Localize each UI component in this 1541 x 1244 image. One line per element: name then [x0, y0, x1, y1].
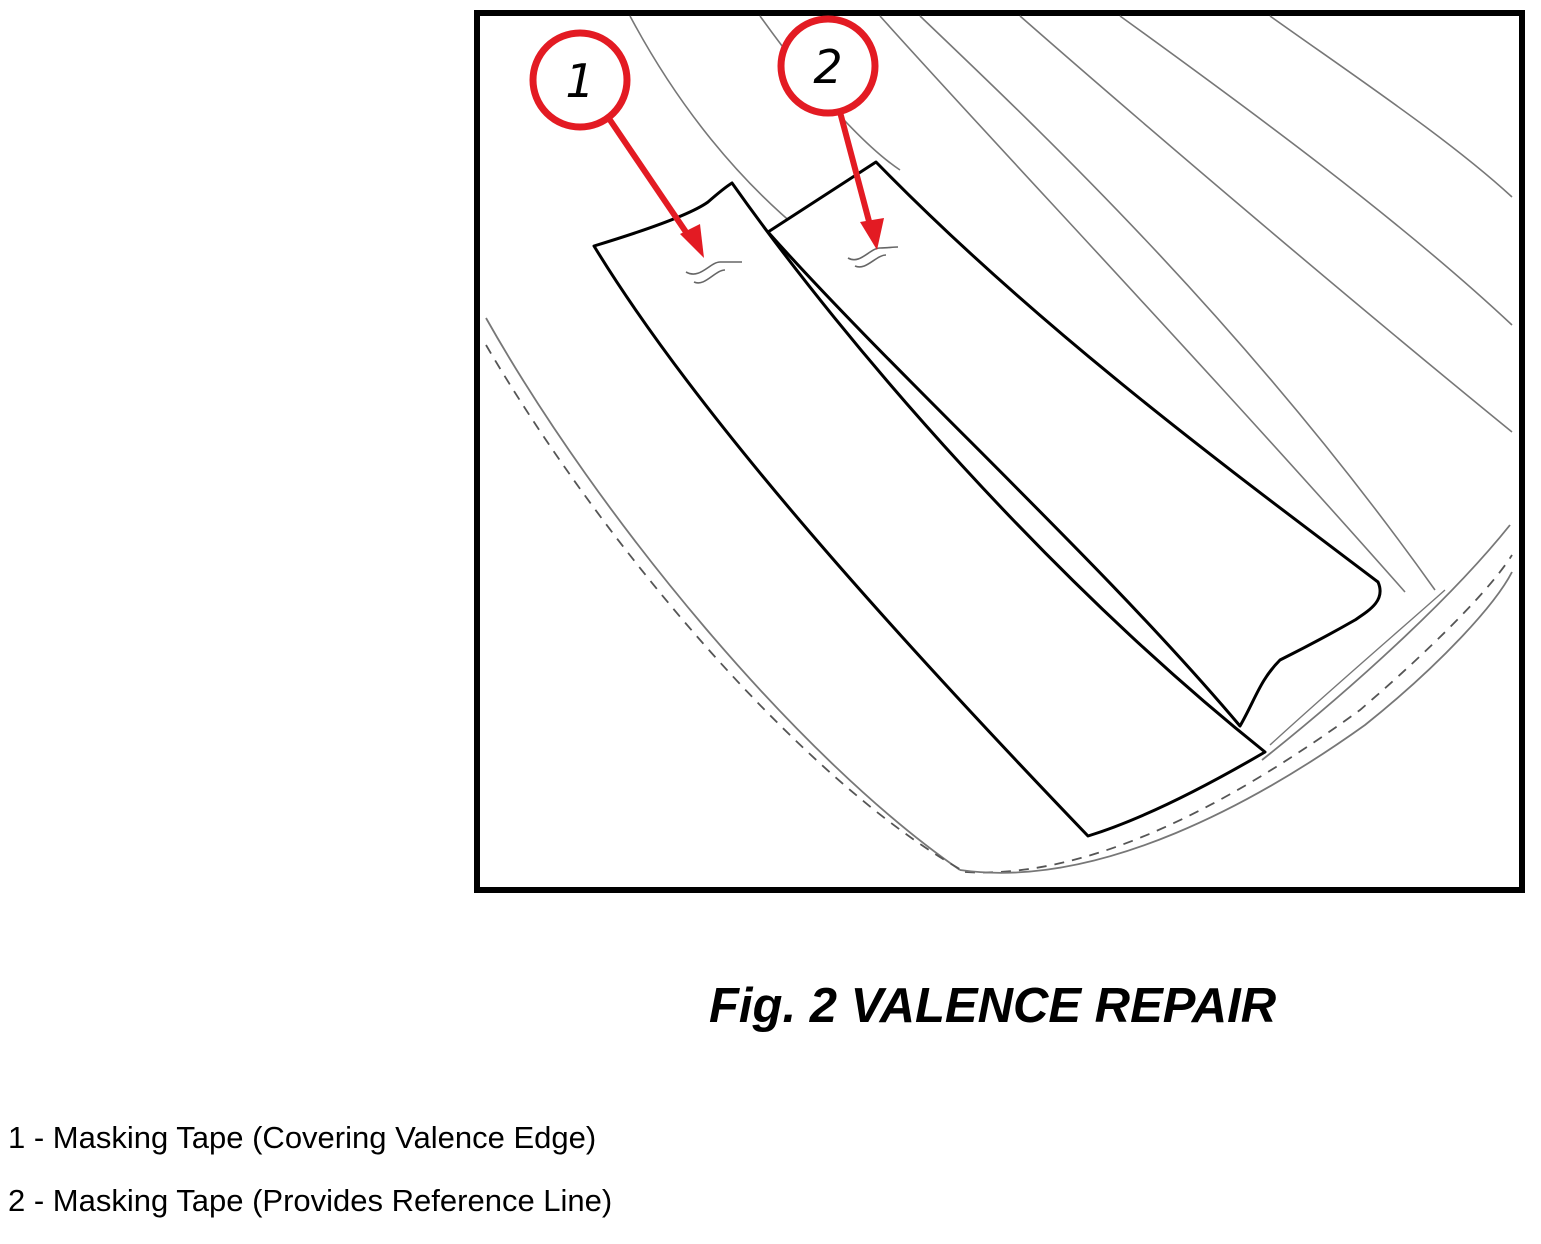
figure-caption: Fig. 2 VALENCE REPAIR — [709, 979, 1277, 1033]
callout-2: 2 — [777, 15, 884, 250]
callout-2-number: 2 — [813, 40, 842, 94]
valence-edge — [485, 317, 1513, 874]
callout-1: 1 — [529, 29, 704, 258]
tape-curl-1 — [685, 261, 742, 284]
masking-tape-2 — [766, 160, 1382, 728]
tape-curl-2 — [847, 246, 899, 268]
legend-item-2: 2 - Masking Tape (Provides Reference Lin… — [8, 1183, 613, 1218]
masking-tape-1 — [592, 181, 1267, 838]
callout-1-number: 1 — [565, 54, 594, 108]
legend: 1 - Masking Tape (Covering Valence Edge)… — [8, 1118, 612, 1244]
figure-illustration: 1 2 — [474, 10, 1525, 893]
valence-contour-lines — [629, 15, 1513, 593]
legend-item-1: 1 - Masking Tape (Covering Valence Edge) — [8, 1120, 597, 1155]
